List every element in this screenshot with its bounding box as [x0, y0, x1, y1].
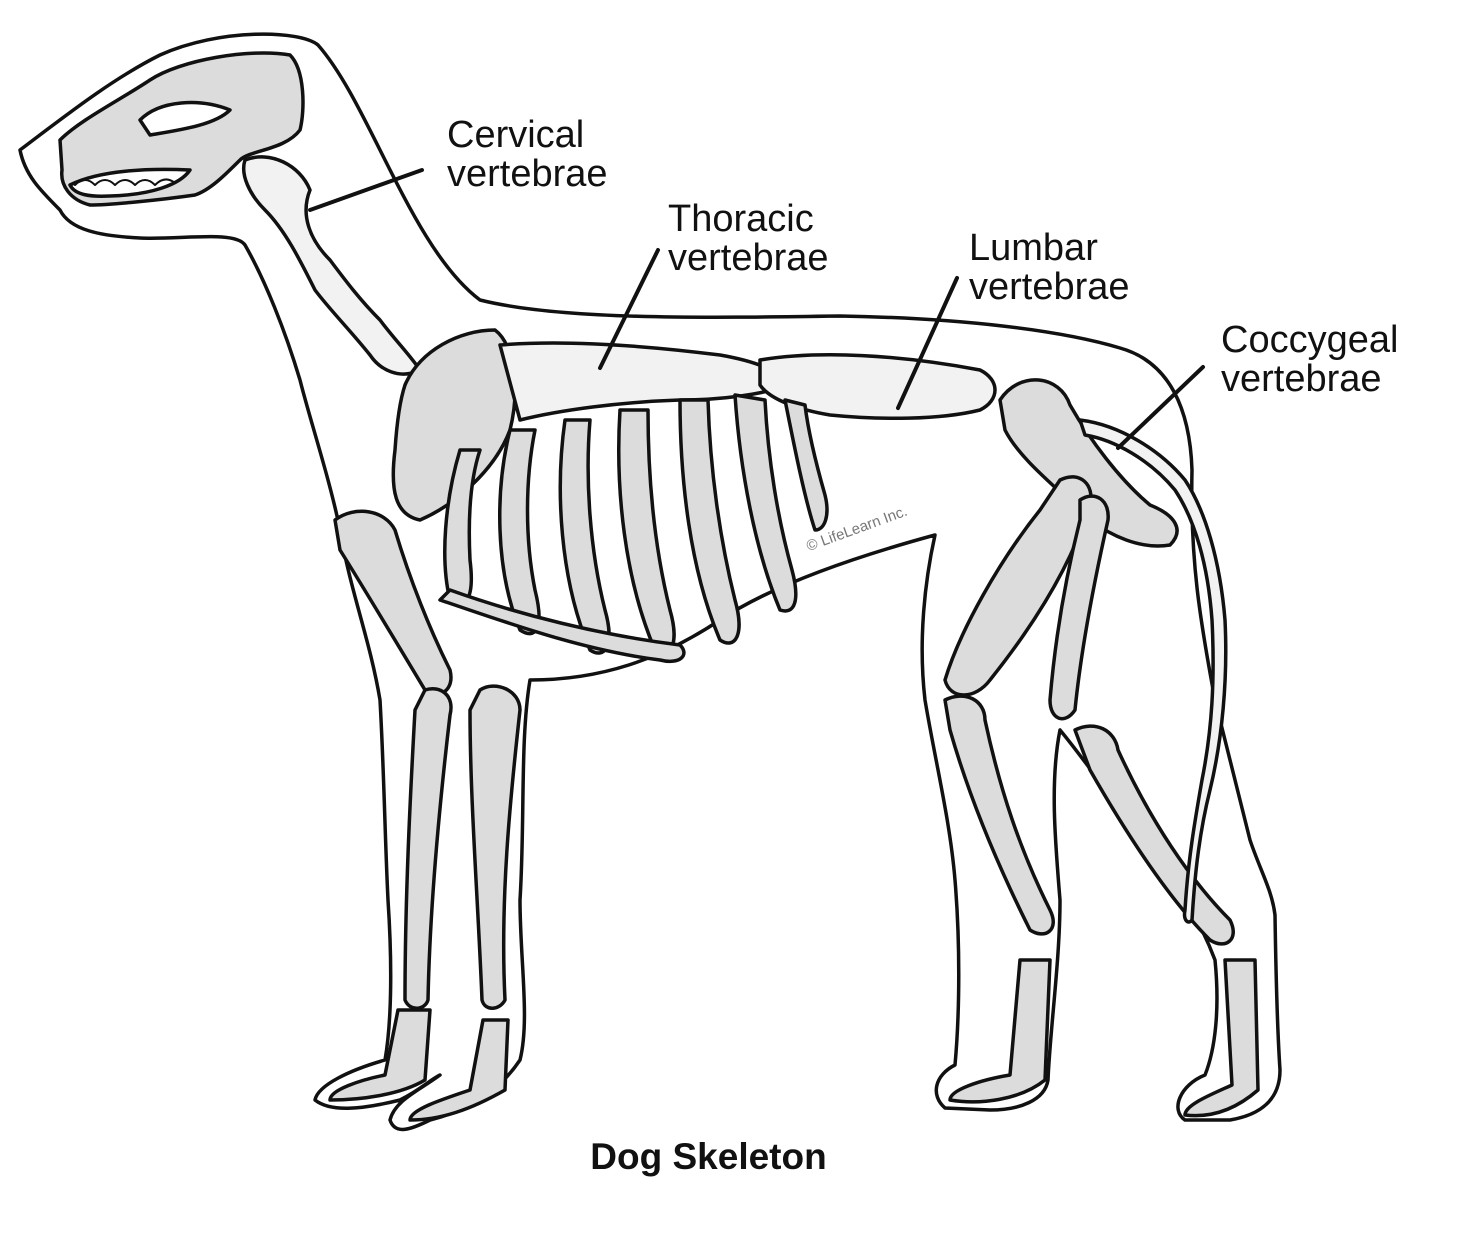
- coccygeal-spine: [1078, 418, 1228, 924]
- lumbar-spine: [758, 353, 997, 421]
- label-cervical-line1: Cervical: [447, 114, 585, 156]
- label-thoracic-vertebrae: Thoracic vertebrae: [668, 200, 829, 278]
- label-cervical-line2: vertebrae: [447, 153, 608, 195]
- label-thoracic-line2: vertebrae: [668, 237, 829, 279]
- leader-line-coccygeal: [1116, 365, 1205, 450]
- dog-body-outline: [18, 32, 1282, 1132]
- tibia-far: [943, 694, 1055, 936]
- label-thoracic-line1: Thoracic: [668, 198, 814, 240]
- hind-paw-near: [1183, 958, 1260, 1118]
- hind-paw-far: [948, 958, 1052, 1104]
- label-cervical-vertebrae: Cervical vertebrae: [447, 116, 608, 194]
- jaw: [68, 167, 192, 198]
- radius-far: [468, 684, 522, 1010]
- diagram-title: Dog Skeleton: [0, 1136, 1459, 1178]
- teeth: [74, 178, 176, 186]
- eye-socket: [138, 100, 232, 137]
- humerus: [333, 509, 453, 696]
- leader-line-thoracic: [598, 248, 660, 370]
- diagram-title-text: Dog Skeleton: [590, 1136, 827, 1177]
- front-paw-far: [408, 1018, 510, 1122]
- front-paw-near: [328, 1008, 432, 1102]
- leader-line-cervical: [308, 168, 424, 212]
- femur-near: [1048, 494, 1110, 721]
- radius-near: [403, 687, 453, 1010]
- label-coccygeal-line2: vertebrae: [1221, 358, 1382, 400]
- label-lumbar-vertebrae: Lumbar vertebrae: [969, 229, 1130, 307]
- label-coccygeal-line1: Coccygeal: [1221, 319, 1399, 361]
- label-lumbar-line2: vertebrae: [969, 266, 1130, 308]
- leader-line-lumbar: [896, 276, 959, 410]
- label-coccygeal-vertebrae: Coccygeal vertebrae: [1221, 321, 1398, 399]
- cervical-spine: [242, 155, 422, 376]
- scapula: [391, 328, 517, 522]
- sternum: [438, 588, 686, 663]
- label-lumbar-line1: Lumbar: [969, 227, 1098, 269]
